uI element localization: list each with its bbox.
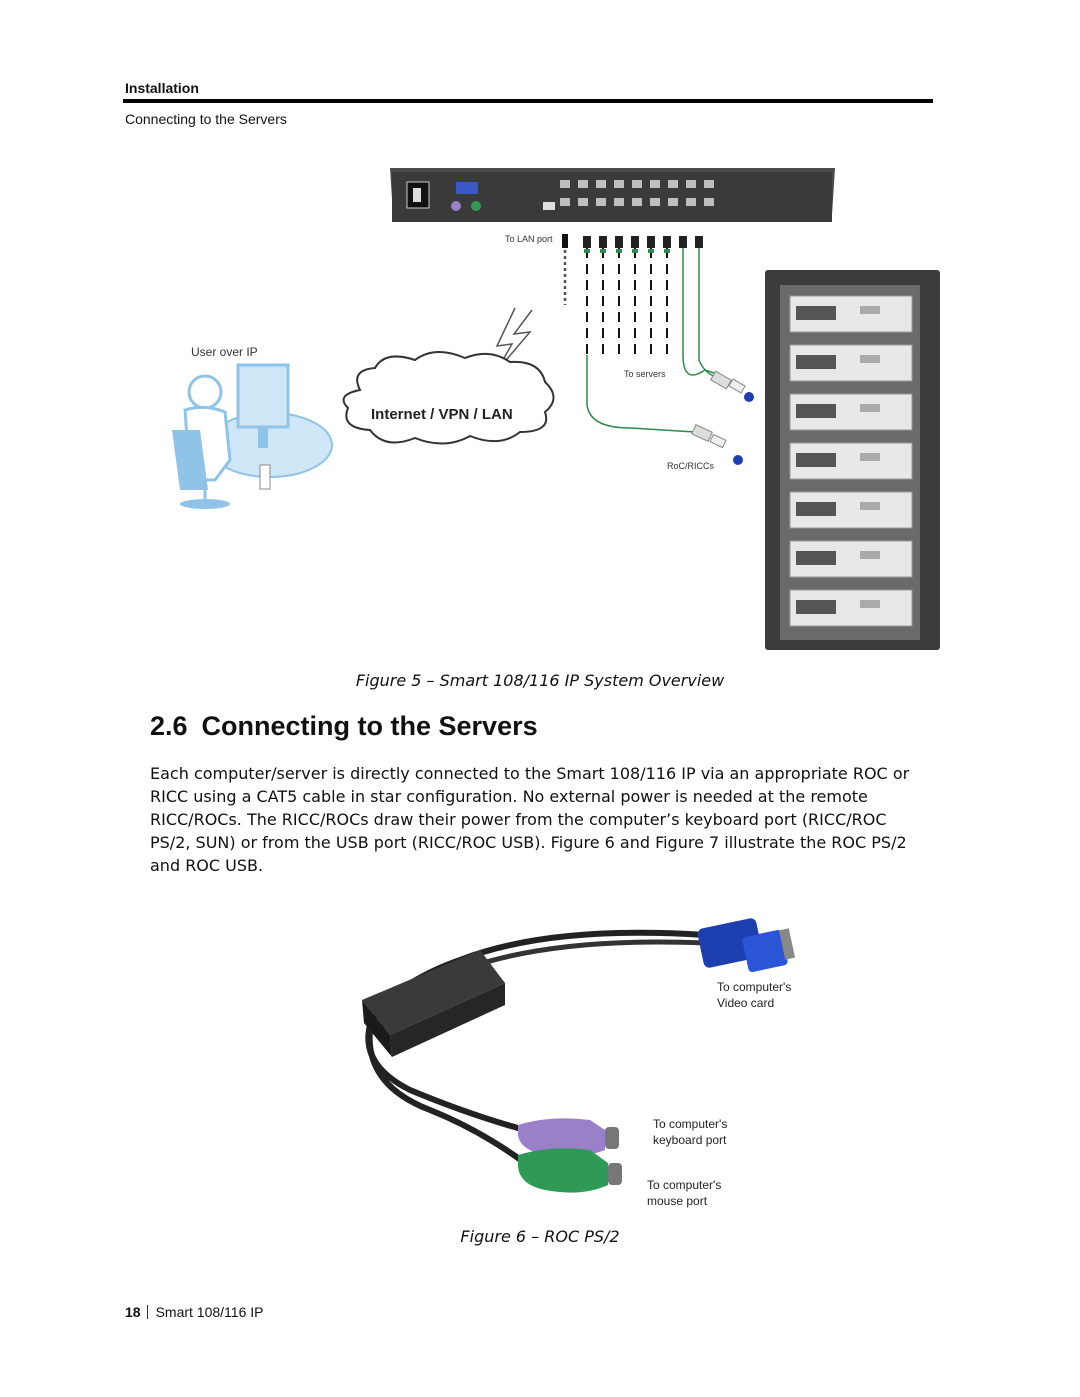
mouse-label-1: To computer's xyxy=(647,1178,721,1192)
figure-5-caption: Figure 5 – Smart 108/116 IP System Overv… xyxy=(355,671,725,690)
user-workstation-icon xyxy=(172,363,333,509)
network-label: Internet / VPN / LAN xyxy=(371,406,513,423)
mouse-label-2: mouse port xyxy=(647,1194,708,1208)
section-title: Connecting to the Servers xyxy=(201,711,538,741)
video-label-1: To computer's xyxy=(717,980,791,994)
page-number: 18 xyxy=(125,1304,141,1320)
page-footer: 18 Smart 108/116 IP xyxy=(125,1304,264,1320)
network-cloud-icon xyxy=(342,351,555,445)
keyboard-label-2: keyboard port xyxy=(653,1133,727,1147)
cat5-cables xyxy=(586,248,668,355)
roc-box xyxy=(362,950,505,1057)
footer-separator xyxy=(146,1305,148,1319)
roc-ps2-figure: To computer's Video card To computer's k… xyxy=(362,918,796,1208)
header-rule xyxy=(123,99,933,103)
to-servers-label: To servers xyxy=(624,369,666,379)
section-body: Each computer/server is directly connect… xyxy=(150,764,910,875)
running-header-section: Installation xyxy=(125,80,199,96)
vga-connector xyxy=(697,918,796,973)
user-label: User over IP xyxy=(191,345,258,359)
roc-adapter-upper xyxy=(710,370,754,402)
ps2-keyboard-connector xyxy=(518,1118,619,1157)
server-rack xyxy=(765,270,940,650)
figure-6-caption: Figure 6 – ROC PS/2 xyxy=(460,1227,620,1246)
roc-adapter-lower xyxy=(691,424,743,465)
section-heading: 2.6 Connecting to the Servers xyxy=(150,711,538,742)
section-number: 2.6 xyxy=(150,711,188,741)
footer-product: Smart 108/116 IP xyxy=(155,1304,264,1320)
video-label-2: Video card xyxy=(717,996,774,1010)
lan-port-label: To LAN port xyxy=(505,234,553,244)
kvm-switch xyxy=(390,168,835,222)
running-header-subsection: Connecting to the Servers xyxy=(125,111,287,127)
roc-ricc-label: RoC/RICCs xyxy=(667,461,715,471)
ps2-mouse-connector xyxy=(518,1148,622,1193)
keyboard-label-1: To computer's xyxy=(653,1117,727,1131)
system-overview-figure: To LAN port To servers RoC/RICCs xyxy=(172,168,940,650)
